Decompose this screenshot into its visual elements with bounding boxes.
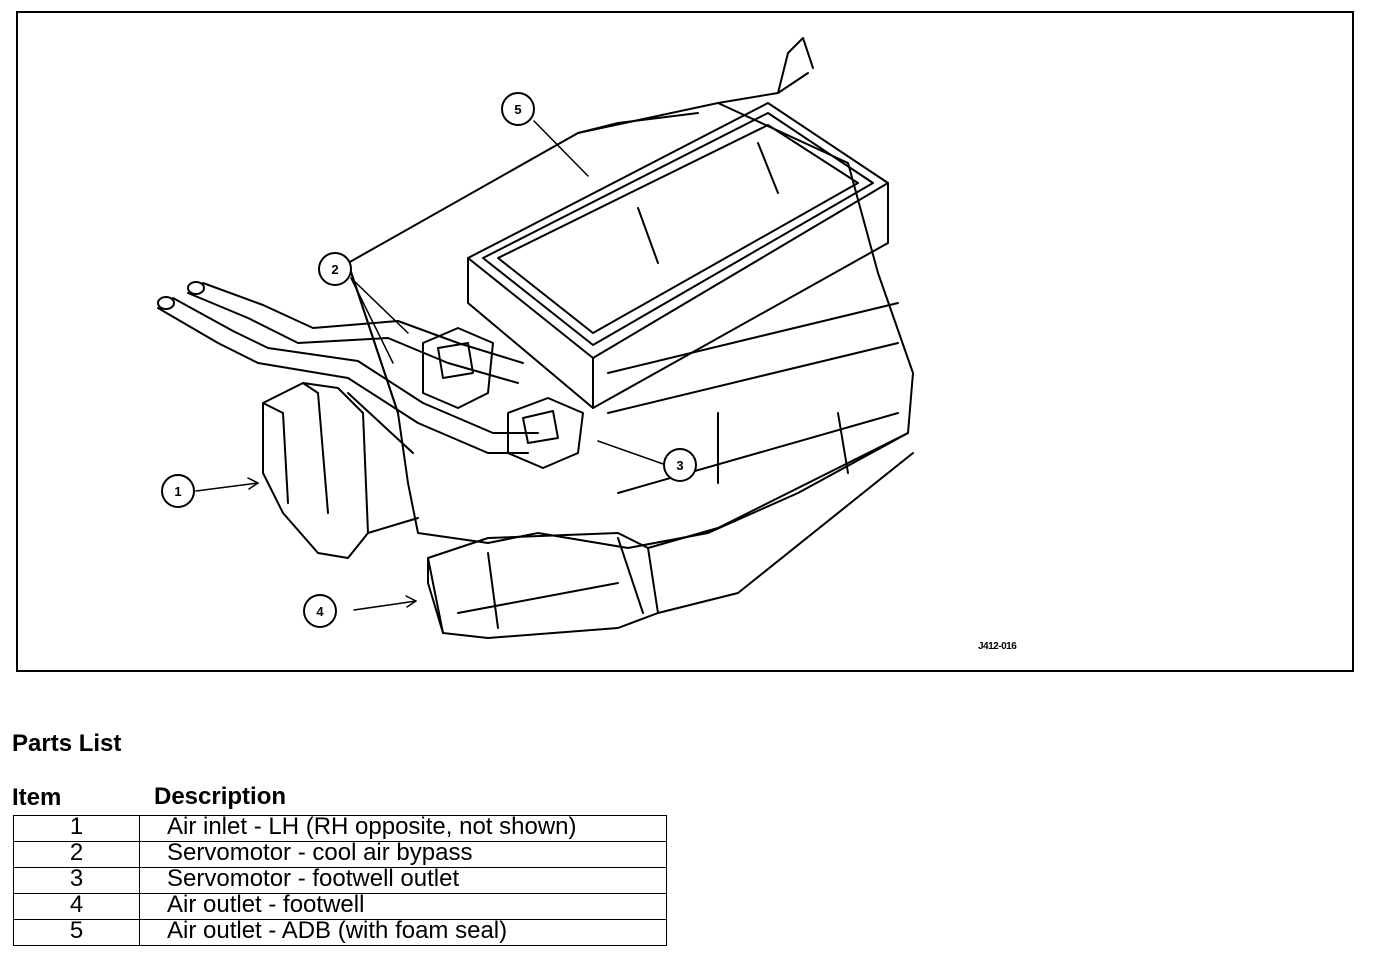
callout-3-label: 3 — [676, 458, 683, 473]
air-inlet — [262, 382, 419, 559]
heater-pipes — [157, 281, 539, 454]
table-row: 5 Air outlet - ADB (with foam seal) — [13, 919, 667, 946]
figure-code: J412-016 — [978, 641, 1017, 652]
callout-1: 1 — [161, 474, 195, 508]
table-row: 4 Air outlet - footwell — [13, 893, 667, 920]
item-column-header: Item — [12, 784, 62, 811]
callout-3: 3 — [663, 448, 697, 482]
callout-2: 2 — [318, 252, 352, 286]
description-column-header: Description — [154, 783, 287, 810]
table-row: 3 Servomotor - footwell outlet — [13, 867, 667, 894]
item-number: 1 — [13, 815, 140, 842]
item-number: 5 — [13, 919, 140, 946]
item-description: Air inlet - LH (RH opposite, not shown) — [139, 815, 667, 842]
callout-1-label: 1 — [174, 484, 181, 499]
servomotor-footwell-outlet — [507, 397, 584, 469]
item-number: 2 — [13, 841, 140, 868]
parts-list-heading: Parts List — [12, 730, 122, 757]
callout-leaders — [195, 120, 667, 611]
callout-2-label: 2 — [331, 262, 338, 277]
housing-body — [347, 37, 914, 549]
callout-4-label: 4 — [316, 604, 324, 619]
item-description: Air outlet - ADB (with foam seal) — [139, 919, 667, 946]
item-description: Air outlet - footwell — [139, 893, 667, 920]
adb-outlet — [467, 102, 889, 409]
table-row: 1 Air inlet - LH (RH opposite, not shown… — [13, 815, 667, 842]
footwell-outlet — [427, 432, 914, 639]
servomotor-cool-air-bypass — [422, 327, 494, 409]
diagram-frame: 1 2 3 4 5 J412-016 — [16, 11, 1354, 672]
item-number: 3 — [13, 867, 140, 894]
item-description: Servomotor - cool air bypass — [139, 841, 667, 868]
callout-5: 5 — [501, 92, 535, 126]
item-description: Servomotor - footwell outlet — [139, 867, 667, 894]
parts-table: 1 Air inlet - LH (RH opposite, not shown… — [13, 815, 667, 946]
heater-assembly-drawing: 1 2 3 4 5 — [157, 37, 914, 639]
callout-4: 4 — [303, 594, 337, 628]
item-number: 4 — [13, 893, 140, 920]
table-row: 2 Servomotor - cool air bypass — [13, 841, 667, 868]
callout-5-label: 5 — [514, 102, 521, 117]
